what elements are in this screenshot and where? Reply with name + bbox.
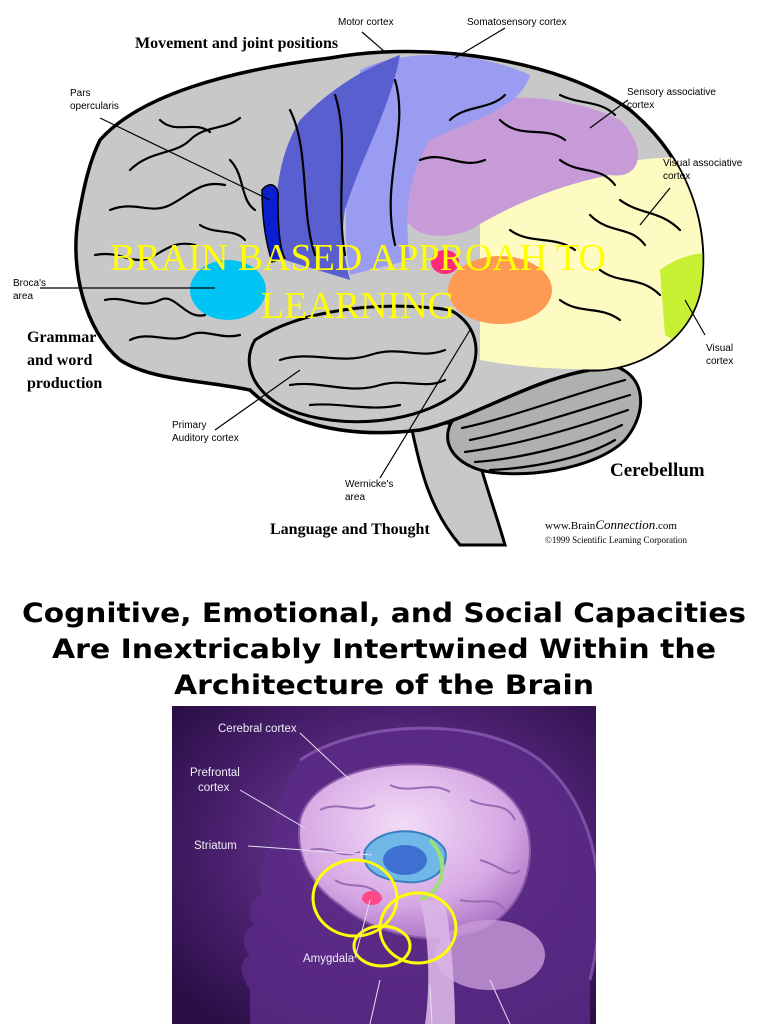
- pars-opercularis-region: [261, 184, 287, 263]
- amygdala-label: Amygdala: [303, 953, 355, 965]
- photo-amygdala-spot: [362, 891, 382, 905]
- photo-leader-lines: [239, 732, 511, 1024]
- highlight-circle-2: [378, 891, 458, 965]
- heading-line3: Architecture of the Brain: [174, 670, 594, 701]
- photo-thalamus: [383, 845, 427, 875]
- photo-brainstem: [420, 900, 455, 1024]
- section-heading: Cognitive, Emotional, and Social Capacit…: [22, 598, 746, 701]
- visual-cortex-label-2: cortex: [706, 356, 733, 367]
- brain-photo: Cerebral cortex Prefrontal cortex Striat…: [172, 706, 596, 1024]
- credit-site: www.BrainConnection.com: [545, 517, 677, 532]
- head-outline-glow: [299, 726, 596, 981]
- photo-cerebellum: [435, 920, 545, 990]
- pars-opercularis-label-2: opercularis: [70, 101, 119, 112]
- motor-cortex-label: Motor cortex: [338, 17, 394, 28]
- highlight-circle-3: [352, 924, 412, 968]
- grammar-annotation-3: production: [27, 375, 102, 392]
- pars-opercularis-label: Pars: [70, 88, 91, 99]
- striatum-label: Striatum: [194, 840, 237, 852]
- primary-auditory-label-2: Auditory cortex: [172, 433, 239, 444]
- credit-copyright: ©1999 Scientific Learning Corporation: [545, 535, 688, 545]
- visual-associative-region: [480, 157, 703, 370]
- prefrontal-cortex-label: Prefrontal: [190, 767, 240, 779]
- brocas-area-label: Broca's: [13, 278, 46, 289]
- visual-cortex-region: [660, 253, 703, 344]
- grammar-annotation: Grammar: [27, 329, 96, 346]
- somatosensory-cortex-label: Somatosensory cortex: [467, 17, 567, 28]
- grammar-annotation-2: and word: [27, 352, 92, 369]
- sensory-associative-label: Sensory associative: [627, 87, 716, 98]
- visual-associative-label: Visual associative: [663, 158, 743, 169]
- pink-spot: [431, 250, 459, 274]
- brocas-area-label-2: area: [13, 291, 33, 302]
- wernickes-area-label: Wernicke's: [345, 479, 393, 490]
- gyri-lines: [93, 78, 682, 409]
- brocas-area-region: [190, 260, 266, 320]
- brain-diagram: Motor cortex Somatosensory cortex Pars o…: [13, 17, 743, 547]
- overlay-title-line2: LEARNING: [261, 285, 455, 327]
- heading-line1: Cognitive, Emotional, and Social Capacit…: [22, 598, 746, 629]
- movement-annotation: Movement and joint positions: [135, 35, 338, 52]
- prefrontal-cortex-label-2: cortex: [198, 782, 230, 794]
- sensory-associative-region: [400, 97, 639, 236]
- temporal-lobe: [247, 304, 478, 424]
- wernickes-area-label-2: area: [345, 492, 365, 503]
- primary-auditory-label: Primary: [172, 420, 206, 431]
- visual-associative-label-2: cortex: [663, 171, 690, 182]
- language-annotation: Language and Thought: [270, 521, 430, 538]
- cerebral-cortex-label: Cerebral cortex: [218, 723, 297, 735]
- cerebellum-folia: [460, 378, 632, 472]
- photo-limbic: [419, 838, 445, 902]
- sensory-associative-label-2: cortex: [627, 100, 654, 111]
- overlay-title-line1: BRAIN BASED APPROAH TO: [110, 237, 606, 279]
- cerebellum-annotation: Cerebellum: [610, 460, 705, 481]
- wernickes-area-region: [448, 256, 552, 324]
- heading-line2: Are Inextricably Intertwined Within the: [52, 634, 716, 665]
- leader-lines: [40, 27, 706, 479]
- visual-cortex-label: Visual: [706, 343, 733, 354]
- highlight-circles: [311, 858, 458, 968]
